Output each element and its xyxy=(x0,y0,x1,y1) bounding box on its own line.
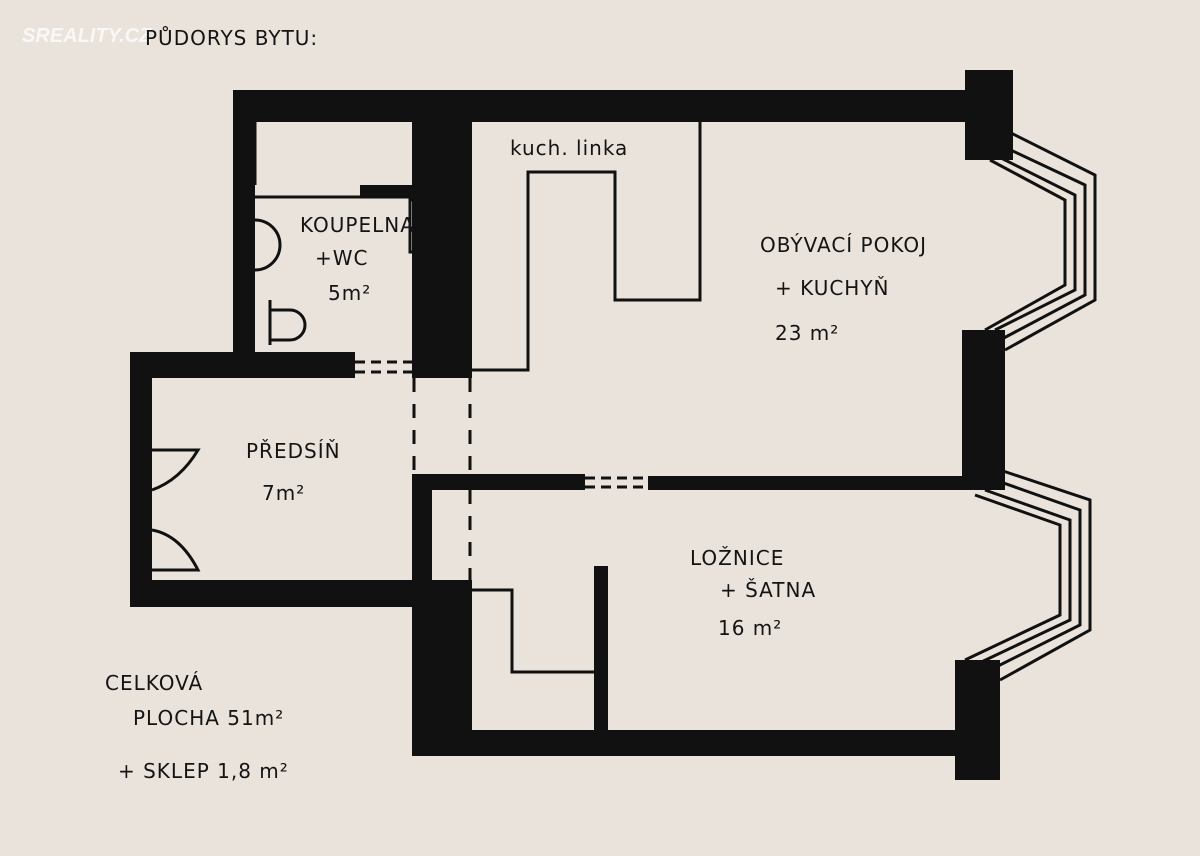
total-label: CELKOVÁ xyxy=(105,671,203,695)
living-area: 23 m² xyxy=(775,321,839,345)
bedroom-area: 16 m² xyxy=(718,616,782,640)
plan-title: PŮDORYS BYTU: xyxy=(145,26,318,50)
bedroom-name: LOŽNICE xyxy=(690,546,784,570)
walls xyxy=(130,70,1013,780)
living-name: OBÝVACÍ POKOJ xyxy=(760,233,927,257)
kitchen-counter-label: kuch. linka xyxy=(510,136,628,160)
living-name2: + KUCHYŇ xyxy=(775,276,890,300)
hall-name: PŘEDSÍŇ xyxy=(246,439,341,463)
cellar-area: + SKLEP 1,8 m² xyxy=(118,759,289,783)
bathroom-area: 5m² xyxy=(328,281,371,305)
total-area: PLOCHA 51m² xyxy=(133,706,284,730)
bathroom-name2: +WC xyxy=(315,246,369,270)
hall-area: 7m² xyxy=(262,481,305,505)
bathroom-name: KOUPELNA xyxy=(300,213,415,237)
thin-lines xyxy=(131,122,1097,682)
watermark-logo: SREALITY.CZ xyxy=(22,25,152,47)
bedroom-name2: + ŠATNA xyxy=(720,578,816,602)
